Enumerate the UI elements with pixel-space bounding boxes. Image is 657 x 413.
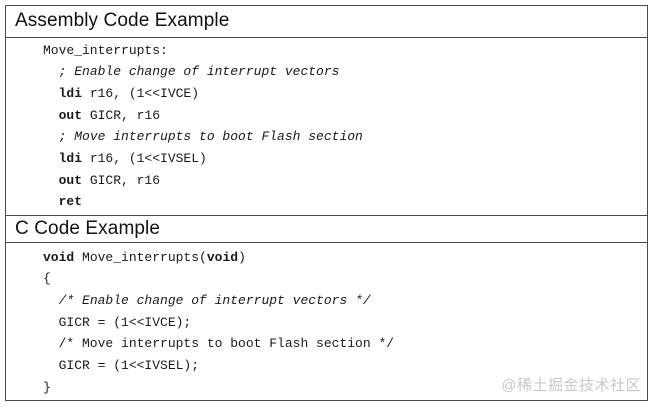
- code-segment: out: [58, 172, 83, 188]
- code-line: out GICR, r16: [43, 105, 647, 127]
- c-code-block: void Move_interrupts(void) { /* Enable ch…: [6, 243, 647, 401]
- code-segment: [43, 293, 59, 308]
- code-segment: r16, (1<<IVSEL): [82, 150, 207, 166]
- code-line: ldi r16, (1<<IVSEL): [43, 148, 647, 170]
- code-segment: ldi: [58, 150, 83, 166]
- assembly-section-title: Assembly Code Example: [15, 10, 230, 32]
- assembly-section-header: Assembly Code Example: [6, 6, 647, 38]
- code-segment: }: [43, 379, 51, 395]
- code-line: /* Move interrupts to boot Flash section…: [43, 333, 647, 355]
- code-line: {: [43, 268, 647, 290]
- code-segment: void: [43, 249, 75, 265]
- code-segment: ; Move interrupts to boot Flash section: [58, 129, 363, 145]
- code-segment: ): [238, 249, 246, 265]
- code-segment: ret: [58, 194, 83, 210]
- code-segment: GICR, r16: [82, 107, 161, 123]
- code-segment: r16, (1<<IVCE): [82, 85, 200, 101]
- watermark-text: @稀土掘金技术社区: [501, 377, 641, 394]
- code-line: ; Enable change of interrupt vectors: [43, 61, 647, 83]
- code-line: }: [43, 377, 647, 399]
- code-line: ldi r16, (1<<IVCE): [43, 83, 647, 105]
- code-line: void Move_interrupts(void): [43, 247, 647, 269]
- code-segment: [43, 173, 59, 188]
- code-line: ret: [43, 191, 647, 213]
- code-segment: out: [58, 107, 83, 123]
- code-line: out GICR, r16: [43, 170, 647, 192]
- code-line: /* Enable change of interrupt vectors */: [43, 290, 647, 312]
- code-line: GICR = (1<<IVCE);: [43, 312, 647, 334]
- code-segment: [43, 86, 59, 101]
- code-segment: ldi: [58, 85, 83, 101]
- c-section-title: C Code Example: [15, 217, 161, 239]
- code-segment: [43, 108, 59, 123]
- code-example-figure: Assembly Code Example Move_interrupts: ;…: [5, 5, 648, 401]
- code-segment: GICR = (1<<IVCE);: [43, 314, 192, 330]
- code-segment: GICR, r16: [82, 172, 161, 188]
- code-line: ; Move interrupts to boot Flash section: [43, 126, 647, 148]
- code-segment: Move_interrupts:: [43, 42, 168, 58]
- code-line: GICR = (1<<IVSEL);: [43, 355, 647, 377]
- c-section-header: C Code Example: [6, 214, 647, 243]
- code-segment: Move_interrupts(: [74, 249, 207, 265]
- code-line: Move_interrupts:: [43, 40, 647, 62]
- code-segment: {: [43, 271, 51, 287]
- code-segment: /* Move interrupts to boot Flash section…: [43, 336, 395, 352]
- code-segment: [43, 129, 59, 144]
- code-segment: ; Enable change of interrupt vectors: [58, 64, 340, 80]
- code-segment: void: [206, 249, 239, 265]
- code-segment: [43, 194, 59, 209]
- code-segment: [43, 64, 59, 79]
- assembly-code-block: Move_interrupts: ; Enable change of inte…: [6, 38, 647, 215]
- code-segment: [43, 151, 59, 166]
- code-segment: GICR = (1<<IVSEL);: [43, 357, 200, 373]
- code-segment: /* Enable change of interrupt vectors */: [58, 292, 371, 308]
